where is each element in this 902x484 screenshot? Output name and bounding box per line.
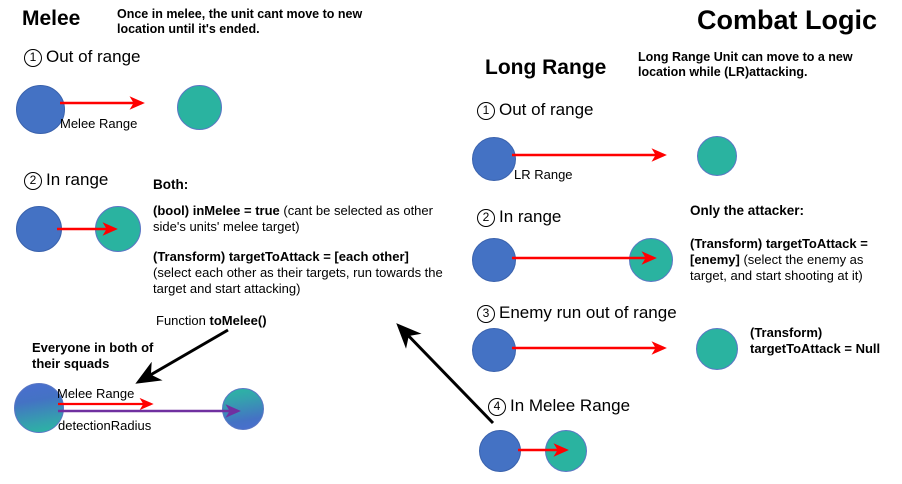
lr-target-rest: (select the enemy as target, and start s… [690,252,864,283]
long-range-step-4-label: In Melee Range [510,396,631,415]
squad-melee-range-label: Melee Range [57,386,135,401]
squad-ally-unit [14,383,64,433]
melee-inmelee-rest: (cant be selected as other side's units'… [153,203,433,234]
melee-both-line-2: (Transform) targetToAttack = [each other… [153,249,443,297]
lr-attacker-block: (Transform) targetToAttack = [enemy] (se… [690,236,890,284]
lr-ally-unit-4 [479,430,521,472]
melee-ally-unit-1 [16,85,65,134]
step-number-badge: 2 [24,172,42,190]
to-melee-pointer-arrow-icon [135,328,229,384]
lr-range-label-1: LR Range [514,167,573,182]
lr-target-bold: (Transform) targetToAttack = [enemy] [690,236,868,267]
lr-range-arrow-2 [512,251,657,265]
melee-both-heading: Both: [153,177,189,192]
melee-target-bold: (Transform) targetToAttack = [each other… [153,249,409,264]
lr-attacker-heading: Only the attacker: [690,203,805,218]
melee-note: Once in melee, the unit cant move to new… [117,7,363,36]
step-number-badge: 2 [477,209,495,227]
lr-enemy-unit-3 [696,328,738,370]
page-title: Combat Logic [697,5,877,35]
function-prefix: Function [156,313,210,328]
lr-range-arrow-1 [512,148,667,162]
function-name: toMelee() [209,313,267,328]
squad-detection-radius-label: detectionRadius [58,418,152,433]
melee-contact-arrow-2 [57,222,118,236]
melee-range-arrow-1 [60,96,145,110]
melee-target-rest: (select each other as their targets, run… [153,265,443,296]
melee-both-line-1: (bool) inMelee = true (cant be selected … [153,203,437,235]
lr-ally-unit-2 [472,238,516,282]
step-number-badge: 3 [477,305,495,323]
melee-enemy-unit-1 [177,85,222,130]
melee-inmelee-bold: (bool) inMelee = true [153,203,280,218]
step-number-badge: 1 [477,102,495,120]
lr-range-arrow-3 [512,341,667,355]
long-range-step-3-label: Enemy run out of range [499,303,677,322]
lr-ally-unit-1 [472,137,516,181]
lr-melee-arrow-4 [518,443,569,457]
lr-enemy-unit-1 [697,136,737,176]
lr-null-line-1: (Transform) [750,325,823,340]
melee-step-2-label: In range [46,170,109,189]
melee-transition-pointer-arrow-icon [396,323,495,425]
melee-range-label-1: Melee Range [60,116,138,131]
long-range-note: Long Range Unit can move to a new locati… [638,50,853,79]
long-range-step-1-label: Out of range [499,100,594,119]
step-number-badge: 1 [24,49,42,67]
lr-null-line-2: targetToAttack = Null [750,341,881,356]
melee-heading: Melee [22,7,81,30]
melee-ally-unit-2 [16,206,62,252]
long-range-step-2-label: In range [499,207,562,226]
squad-detection-radius-arrow [58,404,241,418]
squad-melee-range-arrow [58,397,154,411]
lr-null-target-block: (Transform) targetToAttack = Null [750,325,900,357]
step-number-badge: 4 [488,398,506,416]
melee-step-1-label: Out of range [46,47,141,66]
melee-squads-note: Everyone in both of their squads [32,340,154,371]
long-range-heading: Long Range [485,56,607,79]
melee-function-line: Function toMelee() [156,313,267,329]
lr-ally-unit-3 [472,328,516,372]
